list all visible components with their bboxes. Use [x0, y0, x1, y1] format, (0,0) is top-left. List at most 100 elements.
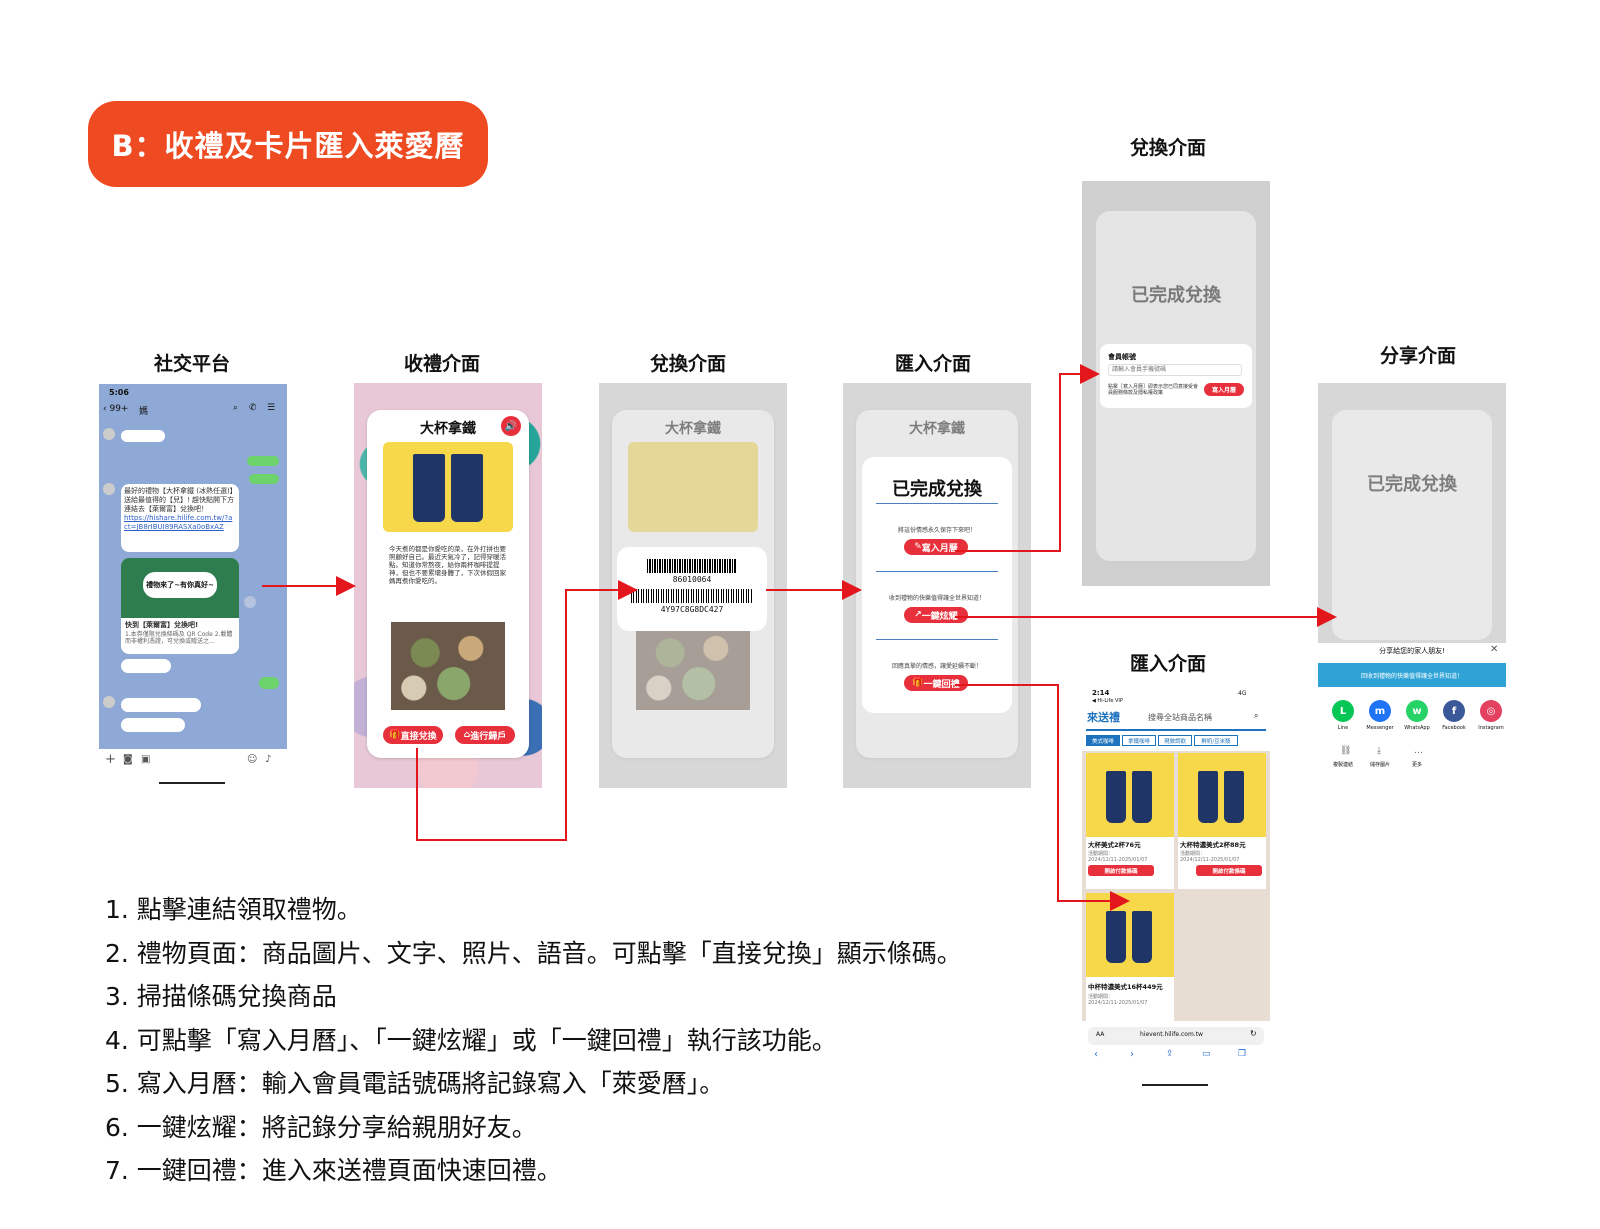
- product-image: [628, 442, 758, 532]
- divider: [1086, 729, 1266, 731]
- done-title: 已完成兌換: [1131, 285, 1221, 306]
- share-banner: 回收到禮物的快樂值得讓全世界知道！: [1318, 663, 1506, 687]
- product-card[interactable]: 大杯特濃美式2杯88元 活動期間： 2024/12/11-2025/01/07 …: [1178, 753, 1266, 889]
- instagram-icon[interactable]: ◎: [1480, 700, 1502, 722]
- member-phone-input[interactable]: [1108, 364, 1242, 376]
- note-item: 7. 一鍵回禮：進入來送禮頁面快速回禮。: [105, 1156, 562, 1185]
- share-header: 分享給您的家人朋友!: [1379, 647, 1445, 655]
- more-icon[interactable]: …: [1414, 746, 1423, 756]
- home-indicator: [159, 782, 225, 784]
- pay-barcode-button[interactable]: 開啟付款條碼: [1088, 865, 1154, 876]
- avatar: [103, 428, 115, 440]
- redeem-button[interactable]: 🎁 直接兌換: [383, 726, 443, 744]
- share-icon[interactable]: ⇪: [1166, 1049, 1174, 1059]
- chat-bubble-own: [247, 456, 279, 466]
- status-time: 5:06: [109, 388, 129, 397]
- instruction-list: 1. 點擊連結領取禮物。 2. 禮物頁面：商品圖片、文字、照片、語音。可點擊「直…: [105, 888, 962, 1193]
- back-link[interactable]: ◀ Hi-Life VIP: [1092, 698, 1123, 704]
- tab-american[interactable]: 美式咖啡: [1086, 735, 1120, 746]
- whatsapp-icon[interactable]: w: [1406, 700, 1428, 722]
- store-button[interactable]: ⌂ 進行歸戶: [455, 726, 515, 744]
- chat-screen: 5:06 ‹ 99+ 媽 ⌕ ✆ ☰ 最好的禮物【大杯拿鐵 (冰熱任選)】送給最…: [99, 384, 287, 749]
- product-period: 活動期間：: [1088, 851, 1114, 857]
- chat-input-bar: + ◙ ▣ ☺ ♪: [99, 749, 287, 773]
- import-panel: 已完成兌換 將這份情感永久保存下來吧！ ✎ 寫入月曆 收到禮物的快樂值得讓全世界…: [862, 457, 1012, 713]
- member-submit-button[interactable]: 寫入月曆: [1204, 383, 1244, 396]
- arrow-return-gift: [955, 684, 1130, 911]
- gift-card-subtitle: 快到【萊爾富】兌換吧!: [125, 621, 199, 629]
- plus-icon[interactable]: +: [105, 752, 116, 767]
- search-icon[interactable]: ⌕: [1254, 711, 1259, 720]
- calendar-caption: 將這份情感永久保存下來吧！: [897, 527, 976, 534]
- product-name: 大杯美式2杯76元: [1088, 841, 1141, 849]
- import-screen: 大杯拿鐵 已完成兌換 將這份情感永久保存下來吧！ ✎ 寫入月曆 收到禮物的快樂值…: [843, 383, 1031, 788]
- chat-bubble: [121, 659, 171, 673]
- messenger-icon[interactable]: m: [1369, 700, 1391, 722]
- divider: [876, 503, 998, 504]
- tab-fresh-drinks[interactable]: 現做調飲: [1158, 735, 1192, 746]
- note-item: 3. 掃描條碼兌換商品: [105, 982, 337, 1011]
- product-name: 大杯拿鐵: [909, 421, 965, 437]
- phone-icon[interactable]: ✆: [249, 403, 257, 413]
- menu-icon[interactable]: ☰: [267, 403, 276, 413]
- reader-button[interactable]: AA: [1096, 1031, 1105, 1038]
- gift-message: 最好的禮物【大杯拿鐵 (冰熱任選)】送給最值得的【兒】! 趕快點開下方連結去【萊…: [121, 484, 239, 552]
- share-app-label: Messenger: [1366, 725, 1394, 731]
- shop-search[interactable]: 搜尋全站商品名稱: [1148, 713, 1212, 722]
- emoji-icon[interactable]: ☺: [247, 754, 258, 765]
- camera-icon[interactable]: ◙: [123, 754, 133, 765]
- note-item: 2. 禮物頁面：商品圖片、文字、照片、語音。可點擊「直接兌換」顯示條碼。: [105, 938, 962, 968]
- barcode-2: [631, 589, 753, 603]
- tab-milk[interactable]: 鮮奶/豆米漿: [1194, 735, 1238, 746]
- facebook-icon[interactable]: f: [1443, 700, 1465, 722]
- gift-card-desc: 1.本券僅限兌換條碼及 QR Code 2.載體而非權利憑證，可兌換或贈送之..…: [125, 631, 233, 645]
- divider: [876, 639, 998, 640]
- forward-icon[interactable]: ›: [1130, 1049, 1134, 1060]
- gift-card[interactable]: 禮物來了~有你真好~ 快到【萊爾富】兌換吧! 1.本券僅限兌換條碼及 QR Co…: [121, 558, 239, 654]
- gift-link[interactable]: https://hishare.hilife.com.tw/?act=JB8rI…: [124, 514, 233, 531]
- gift-screen: 大杯拿鐵 🔊 今天煮的都是你愛吃的菜，在外打拼也要照顧好自己。最近天氣冷了，記得…: [354, 383, 542, 788]
- pay-barcode-button[interactable]: 開啟付款條碼: [1196, 865, 1262, 876]
- gift-message-text: 最好的禮物【大杯拿鐵 (冰熱任選)】送給最值得的【兒】! 趕快點開下方連結去【萊…: [124, 487, 235, 513]
- arrow-calendar: [955, 364, 1100, 552]
- product-name: 中杯特濃美式16杯449元: [1088, 983, 1163, 991]
- product-image: [1178, 753, 1266, 837]
- bookmarks-icon[interactable]: ▭: [1202, 1049, 1211, 1059]
- product-dates: 2024/12/11-2025/01/07: [1088, 857, 1148, 863]
- chat-bubble-own: [259, 677, 279, 689]
- mic-icon[interactable]: ♪: [265, 754, 272, 765]
- product-name: 大杯拿鐵: [665, 421, 721, 437]
- product-card[interactable]: 中杯特濃美式16杯449元 活動期間： 2024/12/11-2025/01/0…: [1086, 893, 1174, 1021]
- gift-card-panel: 大杯拿鐵 🔊 今天煮的都是你愛吃的菜，在外打拼也要照顧好自己。最近天氣冷了，記得…: [367, 410, 529, 758]
- share-app-label: Instagram: [1478, 725, 1504, 731]
- return-gift-button[interactable]: 🎁 一鍵回禮: [904, 675, 968, 691]
- share-action-label: 儲存圖片: [1369, 762, 1390, 768]
- browser-url-bar[interactable]: AA hievent.hilife.com.tw ↻: [1088, 1027, 1264, 1045]
- reload-icon[interactable]: ↻: [1250, 1029, 1257, 1038]
- write-calendar-button[interactable]: ✎ 寫入月曆: [904, 539, 968, 555]
- share-button[interactable]: ↗ 一鍵炫耀: [904, 607, 968, 623]
- member-label: 會員帳號: [1108, 353, 1136, 361]
- download-icon[interactable]: ⤓: [1377, 746, 1381, 756]
- search-icon[interactable]: ⌕: [233, 403, 239, 413]
- note-item: 1. 點擊連結領取禮物。: [105, 895, 362, 924]
- link-icon[interactable]: ⛓: [1340, 746, 1352, 756]
- speaker-icon[interactable]: 🔊: [501, 416, 521, 436]
- tabs-icon[interactable]: ❐: [1238, 1049, 1247, 1059]
- share-icon[interactable]: [244, 596, 256, 608]
- gift-photo: [636, 622, 750, 710]
- image-icon[interactable]: ▣: [141, 754, 151, 765]
- share-action-label: 更多: [1411, 762, 1422, 768]
- back-icon[interactable]: ‹: [1094, 1049, 1098, 1060]
- line-icon[interactable]: L: [1332, 700, 1354, 722]
- tab-latte[interactable]: 拿鐵咖啡: [1122, 735, 1156, 746]
- section-title: B：收禮及卡片匯入萊愛曆: [88, 101, 488, 187]
- close-icon[interactable]: ✕: [1490, 644, 1499, 655]
- product-period: 活動期間：: [1088, 994, 1114, 1000]
- share-app-label: Line: [1337, 725, 1349, 731]
- product-card[interactable]: 大杯美式2杯76元 活動期間： 2024/12/11-2025/01/07 開啟…: [1086, 753, 1174, 889]
- back-button[interactable]: ‹ 99+: [103, 404, 129, 414]
- share-caption: 收到禮物的快樂值得讓全世界知道！: [888, 595, 985, 602]
- label-redeem: 兌換介面: [649, 353, 726, 375]
